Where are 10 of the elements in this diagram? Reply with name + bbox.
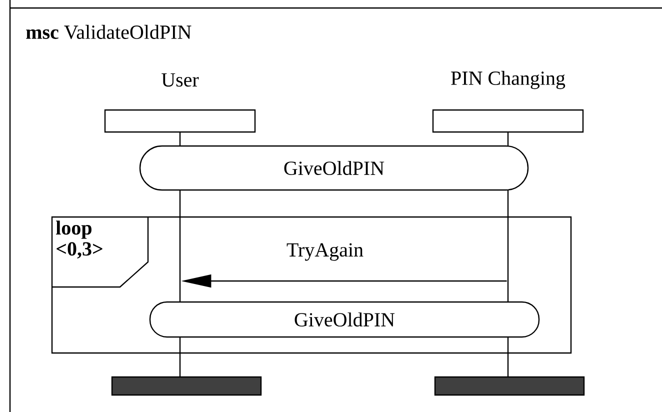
diagram-title: msc ValidateOldPIN	[26, 24, 192, 40]
node-label: User	[162, 73, 199, 87]
reference-box: GiveOldPIN	[139, 145, 529, 191]
instance-head: User	[104, 73, 256, 133]
message-label: TryAgain	[285, 242, 365, 262]
reference-box: GiveOldPIN	[149, 301, 540, 338]
instance-head: PIN Changing	[432, 70, 584, 133]
instance-end	[111, 376, 262, 396]
node-label: PIN Changing	[451, 70, 566, 90]
instance-end	[434, 376, 585, 396]
